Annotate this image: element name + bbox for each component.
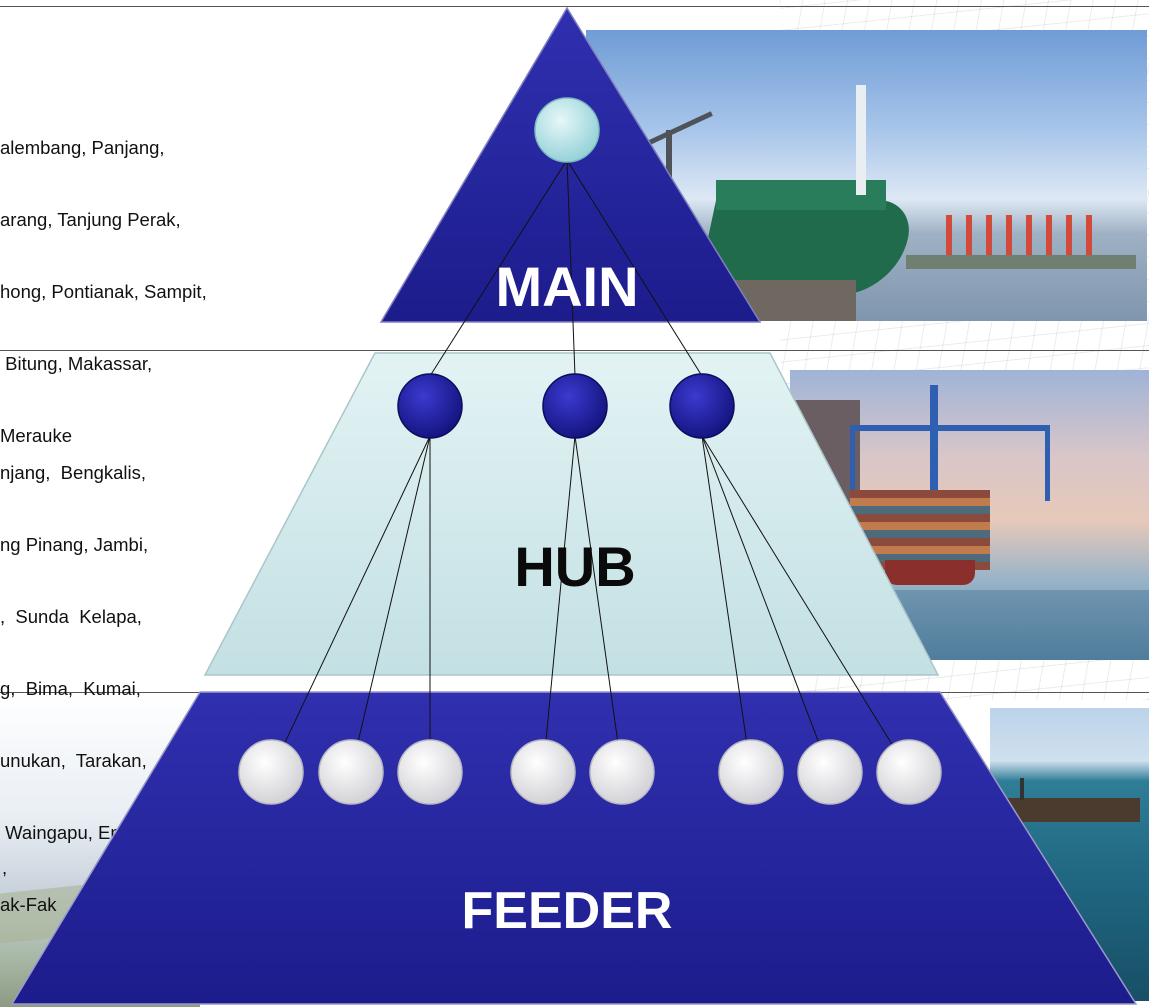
hub-node-icon	[542, 373, 608, 439]
feeder-node-icon	[510, 739, 576, 805]
connection-line	[566, 159, 703, 377]
ship-mast	[856, 85, 866, 195]
connection-line	[542, 435, 576, 773]
connection-line	[566, 159, 576, 377]
distant-cranes	[946, 215, 1096, 255]
tugboat	[885, 560, 975, 585]
feeder-node-icon	[718, 739, 784, 805]
feeder-node-icon	[589, 739, 655, 805]
hub-node-icon	[669, 373, 735, 439]
crane-tower	[930, 385, 938, 505]
separator-line-top	[0, 6, 1149, 7]
connection-line	[270, 435, 431, 773]
hub-port-line: ak-Fak	[0, 894, 57, 915]
feeder-node-icon	[797, 739, 863, 805]
main-tier-label: MAIN	[495, 255, 638, 318]
connection-line	[701, 435, 831, 773]
connection-line	[701, 435, 752, 773]
hub-port-line: unukan, Tarakan,	[0, 750, 147, 771]
hub-port-line: g, Bima, Kumai,	[0, 678, 141, 699]
hub-port-line: njang, Bengkalis,	[0, 462, 147, 483]
feeder-tier-label: FEEDER	[462, 882, 673, 940]
barge	[1000, 798, 1140, 822]
main-port-line: Bitung, Makassar,	[0, 353, 153, 374]
hub-port-list: njang, Bengkalis, ng Pinang, Jambi, , Su…	[0, 413, 148, 941]
gantry-crane	[850, 425, 1050, 501]
barge-mast	[1020, 778, 1024, 800]
feeder-port-list: ,	[2, 808, 12, 904]
feeder-node-icon	[876, 739, 942, 805]
main-port-line: hong, Pontianak, Sampit,	[0, 281, 207, 302]
hub-tier	[203, 352, 940, 676]
main-node-icon	[534, 97, 600, 163]
feeder-node-icon	[318, 739, 384, 805]
hub-port-line: ng Pinang, Jambi,	[0, 534, 149, 555]
connection-line	[350, 435, 431, 773]
feeder-node-icon	[238, 739, 304, 805]
connection-line	[574, 435, 623, 773]
hub-feeder-connections	[270, 435, 910, 773]
feeder-port-line: ,	[2, 857, 8, 878]
hub-tier-label: HUB	[514, 535, 635, 598]
main-hub-connections	[429, 159, 703, 377]
feeder-node-icon	[397, 739, 463, 805]
main-port-line: alembang, Panjang,	[0, 137, 165, 158]
main-port-list: alembang, Panjang, arang, Tanjung Perak,…	[0, 88, 207, 472]
main-port-line: arang, Tanjung Perak,	[0, 209, 181, 230]
connection-line	[429, 159, 568, 377]
distant-port	[906, 255, 1136, 269]
connection-line	[701, 435, 910, 773]
main-port-line: Merauke	[0, 425, 72, 446]
hub-node-icon	[397, 373, 463, 439]
feeder-tier	[10, 691, 1138, 1005]
hub-port-line: , Sunda Kelapa,	[0, 606, 142, 627]
